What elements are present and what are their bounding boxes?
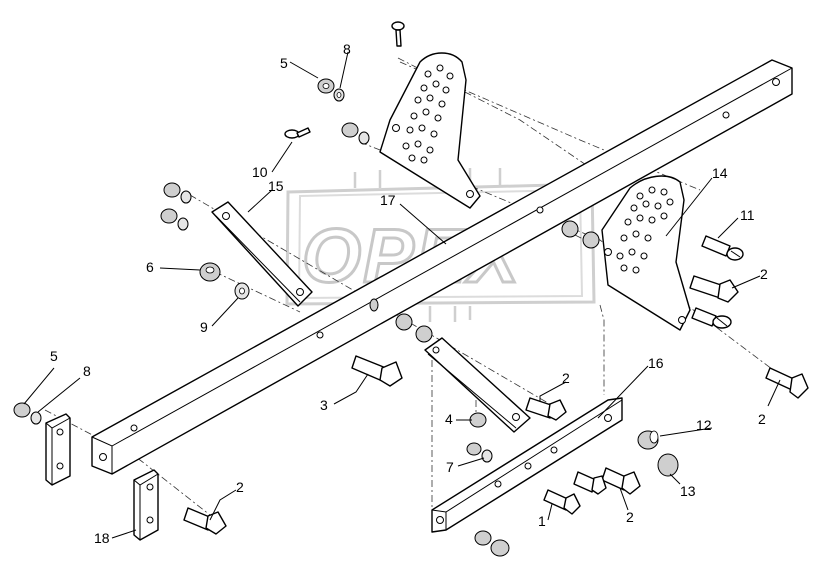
bolt-1b	[573, 471, 607, 495]
washer-left-a	[180, 190, 192, 204]
bolt-2-right	[689, 275, 739, 303]
callout-3: 3	[320, 397, 328, 413]
upper-mounting-plate	[379, 52, 481, 209]
washer-9	[234, 282, 250, 300]
main-beam	[91, 59, 793, 475]
washer-upper	[333, 88, 345, 102]
callout-10: 10	[252, 164, 268, 180]
callout-6: 6	[146, 259, 154, 275]
callout-4: 4	[445, 411, 453, 427]
bushing-13	[657, 453, 679, 477]
strap-plate-upper	[211, 201, 313, 307]
washer-left-b	[177, 217, 189, 231]
nut-right-a	[561, 220, 579, 238]
callout-15: 15	[268, 178, 284, 194]
bolt-2-far-right	[765, 367, 809, 399]
bushing-bottom	[490, 539, 510, 557]
pin-11	[701, 235, 744, 261]
bolt-1	[543, 489, 581, 515]
callout-16: 16	[648, 355, 664, 371]
callout-17: 17	[380, 192, 396, 208]
callout-8-upper: 8	[343, 41, 351, 57]
leader-lines	[23, 51, 781, 539]
right-mounting-plate	[601, 175, 691, 331]
bolt-3	[351, 355, 403, 387]
nut-4	[469, 412, 487, 428]
spacer-a	[395, 313, 413, 331]
nut-4b	[466, 442, 482, 456]
pin-lower-right	[691, 307, 732, 329]
washer-left-lower	[30, 411, 42, 425]
small-plate-right	[133, 469, 159, 541]
callout-2-far-right: 2	[758, 411, 766, 427]
collar-nut-6	[199, 262, 221, 282]
nut-left-a	[163, 182, 181, 198]
spacer-b	[415, 325, 433, 343]
lynch-pin-top	[391, 21, 405, 47]
callout-8-lower: 8	[83, 363, 91, 379]
washer-mid	[358, 131, 370, 145]
callout-labels: 5 8 10 15 17 14 11 2 6 9 16 5 8 3 2 2 4 …	[50, 41, 768, 546]
bolt-2-mid	[525, 397, 567, 421]
lynch-pin-10	[284, 127, 311, 139]
bushing-12	[637, 430, 659, 450]
callout-1: 1	[538, 513, 546, 529]
lower-bracket	[431, 397, 623, 533]
callout-2-lower: 2	[626, 509, 634, 525]
nuts-and-washers	[13, 78, 679, 557]
callout-7: 7	[446, 459, 454, 475]
pins	[284, 21, 744, 329]
nut-right-b	[582, 231, 600, 249]
bolt-2-bottom-left	[183, 507, 227, 535]
small-plate-left	[45, 413, 71, 486]
bolt-2-lower	[601, 467, 641, 495]
callout-2-mid: 2	[562, 370, 570, 386]
strap-plate-lower	[424, 337, 531, 433]
callout-11: 11	[740, 207, 755, 223]
callout-12: 12	[696, 417, 712, 433]
callout-2-right: 2	[760, 266, 768, 282]
callout-9: 9	[200, 319, 208, 335]
nut-left-lower	[13, 402, 31, 418]
nut-bottom-a	[474, 530, 492, 546]
washer-7	[481, 449, 493, 463]
callout-5-lower: 5	[50, 348, 58, 364]
callout-5-upper: 5	[280, 55, 288, 71]
nut-left-b	[160, 208, 178, 224]
callout-2-bottom-left: 2	[236, 479, 244, 495]
bolts	[183, 275, 809, 535]
nut-mid	[341, 122, 359, 138]
spacer-c	[369, 298, 379, 312]
callout-14: 14	[712, 165, 728, 181]
callout-13: 13	[680, 483, 696, 499]
nut-upper	[317, 78, 335, 94]
callout-18: 18	[94, 530, 110, 546]
